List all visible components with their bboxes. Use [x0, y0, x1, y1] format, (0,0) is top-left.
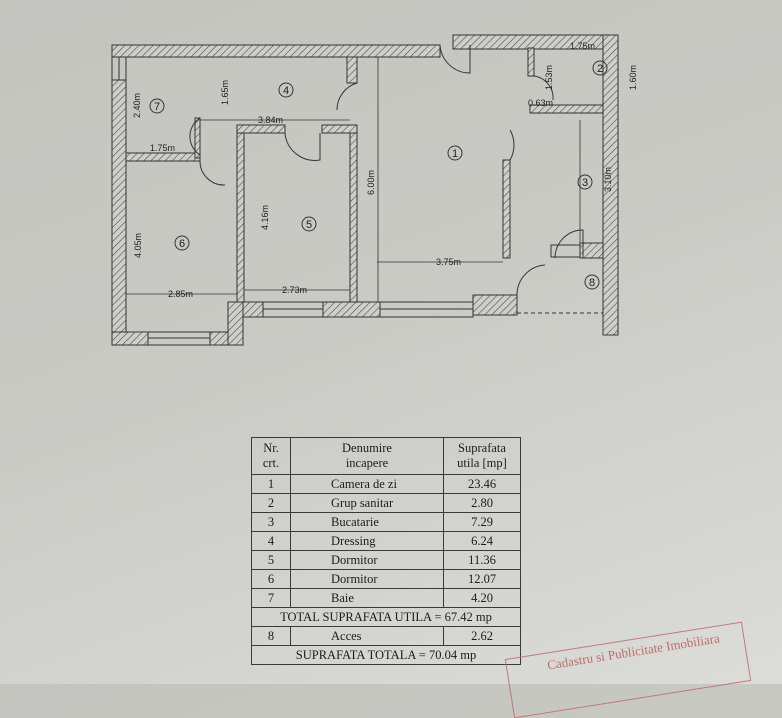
- svg-text:6.00m: 6.00m: [366, 170, 376, 195]
- svg-text:2.40m: 2.40m: [132, 93, 142, 118]
- svg-text:6: 6: [179, 238, 185, 250]
- svg-text:4.05m: 4.05m: [133, 233, 143, 258]
- svg-text:1.53m: 1.53m: [544, 65, 554, 90]
- svg-text:5: 5: [306, 219, 312, 231]
- svg-text:1: 1: [452, 148, 458, 160]
- svg-text:8: 8: [589, 277, 595, 289]
- svg-text:1.60m: 1.60m: [628, 65, 638, 90]
- svg-text:2.73m: 2.73m: [282, 285, 307, 295]
- room-8-label: 8: [584, 274, 600, 290]
- windows: [111, 56, 603, 346]
- svg-text:2.85m: 2.85m: [168, 289, 193, 299]
- svg-text:1.75m: 1.75m: [570, 41, 595, 51]
- svg-text:4.16m: 4.16m: [260, 205, 270, 230]
- svg-text:1.65m: 1.65m: [220, 80, 230, 105]
- svg-text:0.63m: 0.63m: [528, 98, 553, 108]
- svg-text:3.10m: 3.10m: [603, 167, 613, 192]
- room-labels: 1 2 3 4 5 6 7 8: [149, 60, 608, 290]
- doors: [189, 44, 584, 296]
- svg-text:2: 2: [597, 63, 603, 75]
- svg-text:3.75m: 3.75m: [436, 257, 461, 267]
- svg-text:7: 7: [154, 101, 160, 113]
- floor-plan: 1 2 3 4 5 6 7 8 1.75m 1.53m 1.60m 0.63m …: [111, 34, 638, 346]
- svg-text:1.75m: 1.75m: [150, 143, 175, 153]
- room-2-label: 2: [592, 60, 608, 76]
- svg-text:4: 4: [283, 85, 289, 97]
- dimension-labels: 1.75m 1.53m 1.60m 0.63m 1.65m 2.40m 3.84…: [132, 41, 638, 299]
- room-4-label: 4: [278, 82, 294, 98]
- room-3-label: 3: [577, 174, 593, 190]
- svg-text:3.84m: 3.84m: [258, 115, 283, 125]
- room-1-label: 1: [447, 145, 463, 161]
- room-7-label: 7: [149, 98, 165, 114]
- total-useful-row: TOTAL SUPRAFATA UTILA = 67.42 mp: [251, 607, 521, 627]
- dimension-lines: [126, 57, 581, 302]
- svg-text:3: 3: [582, 177, 588, 189]
- room-5-label: 5: [301, 216, 317, 232]
- total-row: SUPRAFATA TOTALA = 70.04 mp: [251, 645, 521, 665]
- room-6-label: 6: [174, 235, 190, 251]
